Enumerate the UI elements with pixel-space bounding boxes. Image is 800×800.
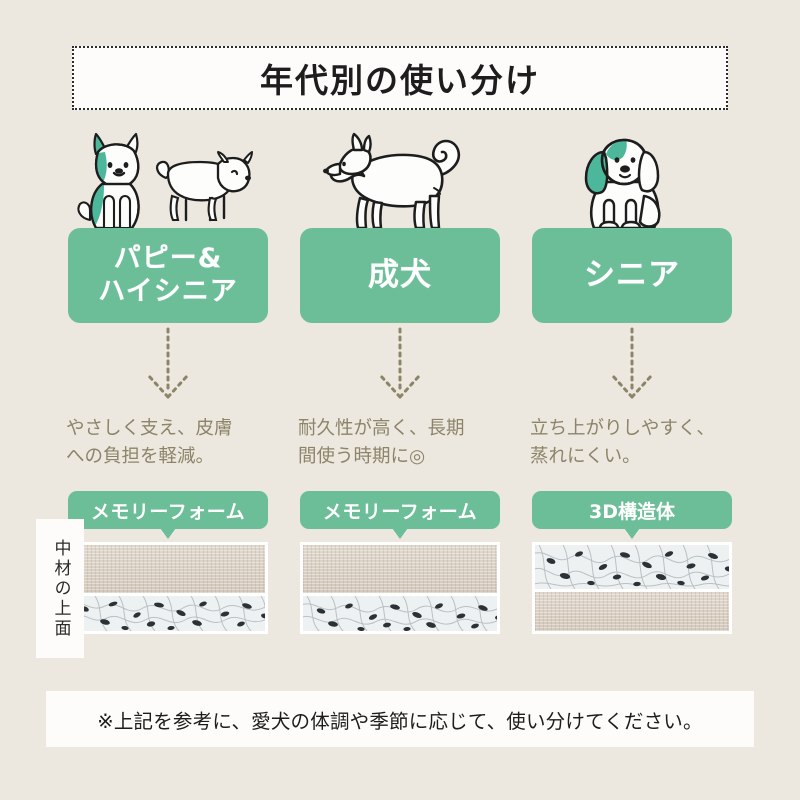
age-label-line-1: パピー&: [113, 242, 223, 274]
layer-foam: [303, 545, 497, 593]
material-label-wrap-2: メモリーフォーム: [300, 491, 500, 539]
dotted-down-arrow-icon: [284, 323, 516, 415]
material-label-3[interactable]: 3D構造体: [532, 491, 732, 529]
caption-line: 蒸れにくい。: [530, 446, 641, 468]
age-pill-puppy-high-senior[interactable]: パピー& ハイシニア: [68, 228, 268, 323]
column-puppy-high-senior: パピー& ハイシニア やさしく支え、皮膚 への負担を軽減。 メモリーフォーム: [52, 126, 284, 686]
bubble-tail-icon: [624, 528, 640, 539]
caption-line: 立ち上がりしやすく、: [530, 418, 715, 439]
sitting-beagle-dog-icon: [516, 126, 748, 230]
bubble-tail-icon: [392, 528, 408, 539]
footer-note-box: ※上記を参考に、愛犬の体調や季節に応じて、使い分けてください。: [46, 691, 754, 747]
column-senior: シニア 立ち上がりしやすく、 蒸れにくい。 3D構造体: [516, 126, 748, 686]
inner-material-top-surface-label: 中材の上面: [36, 519, 84, 658]
material-label-wrap-1: メモリーフォーム: [68, 491, 268, 539]
footer-note: ※上記を参考に、愛犬の体調や季節に応じて、使い分けてください。: [97, 709, 703, 733]
material-photo-2: [300, 542, 500, 634]
caption-senior: 立ち上がりしやすく、 蒸れにくい。: [516, 415, 748, 491]
age-pill-adult-dog[interactable]: 成犬: [300, 228, 500, 323]
age-pill-senior[interactable]: シニア: [532, 228, 732, 323]
caption-line: への負担を軽減。: [66, 446, 215, 468]
column-adult-dog: 成犬 耐久性が高く、長期 間使う時期に◎ メモリーフォーム: [284, 126, 516, 686]
caption-puppy-high-senior: やさしく支え、皮膚 への負担を軽減。: [52, 415, 284, 491]
layer-divider: [535, 589, 729, 592]
page-title-box: 年代別の使い分け: [72, 46, 728, 110]
standing-shiba-dog-icon: [284, 126, 516, 230]
side-label-text: 中材の上面: [50, 538, 71, 639]
layer-mesh: [303, 596, 497, 631]
layer-mesh: [535, 545, 729, 589]
layer-foam: [71, 545, 265, 593]
material-photo-1: [68, 542, 268, 634]
material-label-1[interactable]: メモリーフォーム: [68, 491, 268, 529]
material-label-2[interactable]: メモリーフォーム: [300, 491, 500, 529]
caption-adult-dog: 耐久性が高く、長期 間使う時期に◎: [284, 415, 516, 491]
layer-foam: [535, 592, 729, 631]
layer-mesh: [71, 596, 265, 631]
age-label-line-2: ハイシニア: [98, 275, 238, 307]
layer-divider: [71, 593, 265, 596]
caption-line: 間使う時期に◎: [298, 446, 426, 468]
two-dogs-sitting-and-standing-icon: [52, 126, 284, 230]
dotted-down-arrow-icon: [516, 323, 748, 415]
age-label-line-1: 成犬: [368, 256, 432, 293]
age-columns: パピー& ハイシニア やさしく支え、皮膚 への負担を軽減。 メモリーフォーム: [0, 126, 800, 686]
age-label-line-1: シニア: [584, 256, 680, 293]
page-title: 年代別の使い分け: [260, 61, 540, 100]
bubble-tail-icon: [160, 528, 176, 539]
material-label-wrap-3: 3D構造体: [532, 491, 732, 539]
caption-line: やさしく支え、皮膚: [66, 418, 233, 439]
layer-divider: [303, 593, 497, 596]
caption-line: 耐久性が高く、長期: [298, 418, 465, 439]
dotted-down-arrow-icon: [52, 323, 284, 415]
material-photo-3: [532, 542, 732, 634]
